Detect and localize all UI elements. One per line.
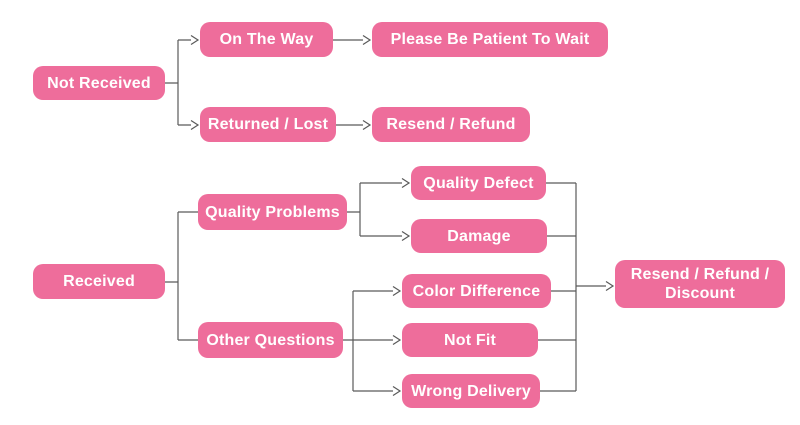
arrowhead-color-difference	[392, 285, 402, 297]
arrowhead-damage	[401, 230, 411, 242]
node-please-be-patient-to-wait: Please Be Patient To Wait	[372, 22, 608, 57]
arrowhead-resend-refund-discount	[605, 280, 615, 292]
node-other-questions: Other Questions	[198, 322, 343, 358]
node-color-difference: Color Difference	[402, 274, 551, 308]
node-not-received: Not Received	[33, 66, 165, 100]
connector-received-branch	[165, 211, 198, 341]
node-quality-problems: Quality Problems	[198, 194, 347, 230]
node-on-the-way: On The Way	[200, 22, 333, 57]
node-received: Received	[33, 264, 165, 299]
arrowhead-resend-refund	[362, 119, 372, 131]
node-returned-lost: Returned / Lost	[200, 107, 336, 142]
arrowhead-on-the-way	[190, 34, 200, 46]
node-wrong-delivery: Wrong Delivery	[402, 374, 540, 408]
node-damage: Damage	[411, 219, 547, 253]
node-resend-refund: Resend / Refund	[372, 107, 530, 142]
node-quality-defect: Quality Defect	[411, 166, 546, 200]
connector-quality-problems-branch	[347, 182, 402, 237]
arrowhead-not-fit	[392, 334, 402, 346]
node-not-fit: Not Fit	[402, 323, 538, 357]
node-resend-refund-discount: Resend / Refund / Discount	[615, 260, 785, 308]
arrowhead-quality-defect	[401, 177, 411, 189]
connector-not-received-branch	[165, 39, 191, 126]
arrowhead-wrong-delivery	[392, 385, 402, 397]
connector-collector	[538, 182, 606, 392]
connector-other-questions-branch	[343, 290, 393, 392]
arrowhead-returned-lost	[190, 119, 200, 131]
arrowhead-please-wait	[362, 34, 372, 46]
